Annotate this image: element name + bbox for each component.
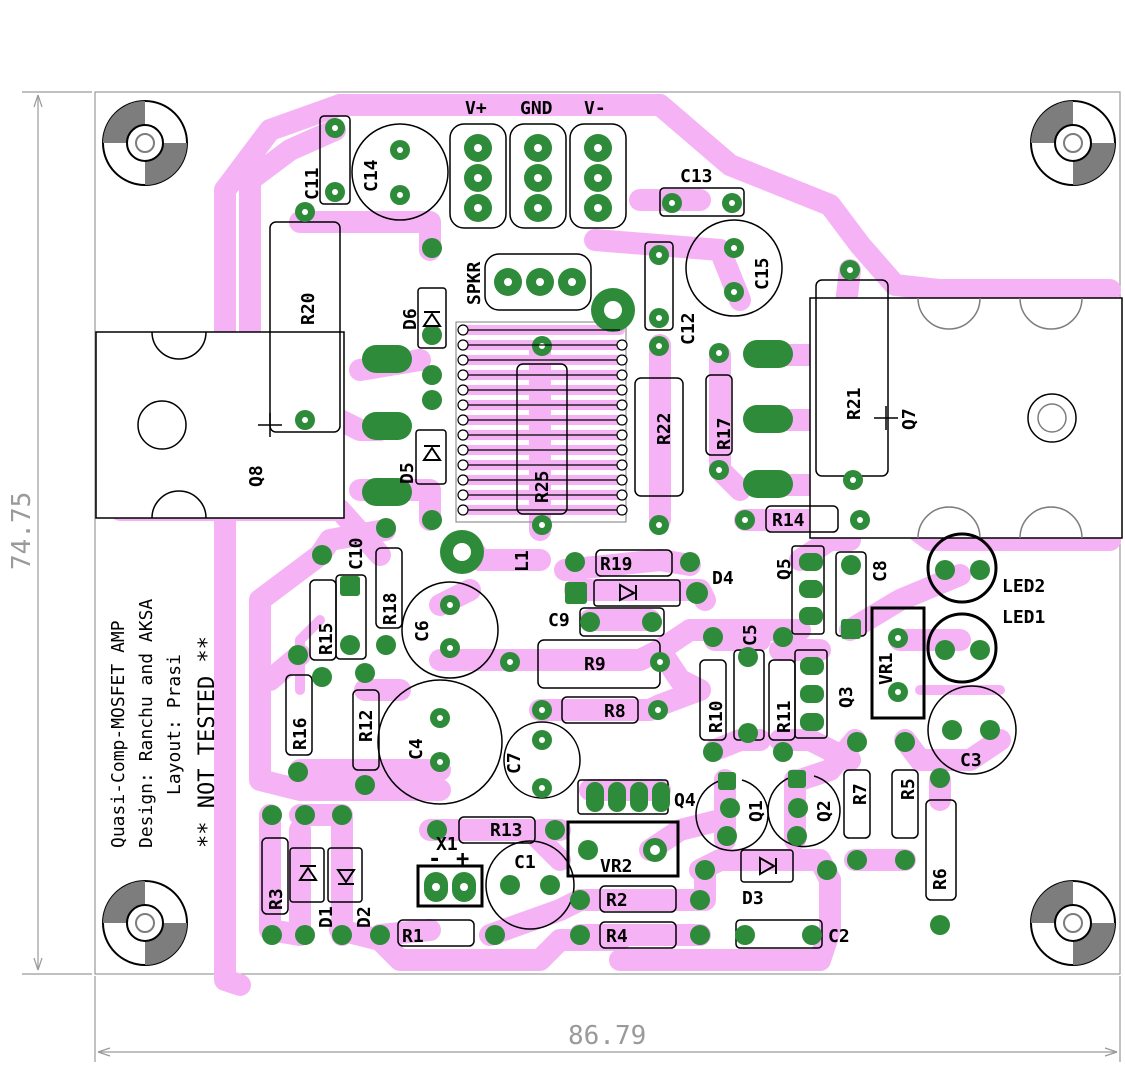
label-d3: D3 (742, 888, 764, 909)
label-vr2: VR2 (600, 856, 633, 877)
label-r8: R8 (604, 701, 626, 722)
note-design: Design: Ranchu and AKSA (136, 599, 157, 848)
label-led1: LED1 (1002, 607, 1045, 628)
label-r13: R13 (490, 820, 523, 841)
mounting-hole-bottom-left (102, 880, 188, 966)
label-r11: R11 (774, 700, 795, 733)
label-d5: D5 (397, 462, 418, 484)
label-d6: D6 (400, 308, 421, 330)
label-c4: C4 (406, 738, 427, 760)
label-r6: R6 (930, 868, 951, 890)
silkscreen-labels: V+ GND V- SPKR C11 C14 C13 C15 C12 R20 D… (246, 98, 1045, 947)
label-d4: D4 (712, 568, 734, 589)
label-r20: R20 (298, 292, 319, 325)
label-r18: R18 (380, 592, 401, 625)
label-r3: R3 (266, 888, 287, 910)
label-c3: C3 (960, 750, 982, 771)
height-dimension-label: 74.75 (7, 492, 37, 570)
label-c10: C10 (346, 537, 367, 570)
label-d1: D1 (316, 906, 337, 928)
label-r9: R9 (584, 654, 606, 675)
label-r22: R22 (654, 412, 675, 445)
label-l1: L1 (512, 550, 533, 572)
heatsink-q7 (809, 297, 1123, 539)
label-r19: R19 (600, 554, 633, 575)
note-status: ** NOT TESTED ** (195, 636, 220, 848)
label-x1-minus: - (428, 847, 441, 872)
label-r15: R15 (316, 622, 337, 655)
label-x1-plus: + (456, 847, 469, 872)
label-q5: Q5 (774, 558, 795, 580)
mounting-holes (102, 100, 1116, 966)
label-r4: R4 (606, 926, 628, 947)
label-gnd: GND (520, 98, 553, 119)
label-c6: C6 (412, 620, 433, 642)
label-c12: C12 (678, 312, 699, 345)
label-r1: R1 (402, 926, 424, 947)
label-c11: C11 (302, 167, 323, 200)
board-notes: Quasi-Comp-MOSFET AMP Design: Ranchu and… (108, 599, 220, 848)
label-c2: C2 (828, 926, 850, 947)
diode-symbols (298, 311, 777, 885)
l1-inductor-winding (457, 324, 628, 516)
label-d2: D2 (354, 906, 375, 928)
mounting-hole-top-left (102, 100, 188, 186)
label-vminus: V- (584, 98, 606, 119)
label-r10: R10 (706, 700, 727, 733)
label-q4: Q4 (674, 790, 696, 811)
label-vplus: V+ (465, 98, 487, 119)
label-c5: C5 (740, 624, 761, 646)
label-q8: Q8 (246, 465, 267, 487)
label-c7: C7 (504, 752, 525, 774)
label-r2: R2 (606, 890, 628, 911)
mounting-hole-top-right (1030, 100, 1116, 186)
label-led2: LED2 (1002, 576, 1045, 597)
label-r5: R5 (898, 778, 919, 800)
label-r17: R17 (714, 417, 735, 450)
label-c14: C14 (361, 159, 382, 192)
pad-holes (302, 125, 901, 891)
copper-traces (109, 94, 1121, 996)
label-r21: R21 (844, 387, 865, 420)
label-r25: R25 (532, 470, 553, 503)
label-c8: C8 (870, 560, 891, 582)
label-r12: R12 (356, 709, 377, 742)
label-x1: X1 (436, 834, 458, 855)
label-q1: Q1 (746, 800, 767, 822)
label-c9: C9 (548, 610, 570, 631)
label-r16: R16 (290, 717, 311, 750)
label-q3: Q3 (836, 686, 857, 708)
label-spkr: SPKR (464, 261, 485, 305)
width-dimension-label: 86.79 (568, 1021, 646, 1051)
label-c15: C15 (752, 257, 773, 290)
note-title: Quasi-Comp-MOSFET AMP (108, 620, 129, 848)
mounting-hole-bottom-right (1030, 880, 1116, 966)
label-r7: R7 (850, 783, 871, 805)
label-r14: R14 (772, 510, 805, 531)
label-q7: Q7 (899, 408, 920, 430)
note-layout: Layout: Prasi (164, 654, 185, 795)
label-c13: C13 (680, 166, 713, 187)
label-vr1: VR1 (876, 652, 897, 685)
label-q2: Q2 (814, 800, 835, 822)
label-c1: C1 (514, 852, 536, 873)
